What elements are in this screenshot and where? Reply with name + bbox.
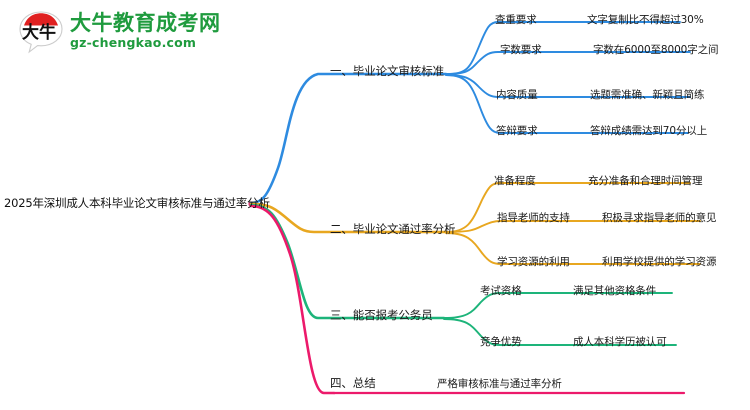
branch-2-label[interactable]: 二、毕业论文通过率分析: [330, 222, 456, 236]
logo-brand-name: 大牛教育成考网: [70, 11, 221, 35]
site-logo: 大牛 大牛教育成考网 gz-chengkao.com: [18, 8, 248, 56]
branch-1-label[interactable]: 一、毕业论文审核标准: [330, 64, 444, 78]
branch-1-leaf-4-wire: [445, 74, 689, 134]
branch-2-child-1-label[interactable]: 准备程度: [494, 175, 536, 187]
branch-3-leaf-1-wire: [443, 292, 673, 319]
branch-4-label[interactable]: 四、总结: [330, 376, 376, 390]
branch-3-child-1-label[interactable]: 考试资格: [480, 285, 522, 297]
branch-1-child-3-detail[interactable]: 选题需准确、新颖且简练: [590, 89, 705, 101]
branch-3-label[interactable]: 三、能否报考公务员: [330, 308, 433, 322]
branch-3-leaf-2-wire: [443, 318, 677, 346]
branch-2-child-3-label[interactable]: 学习资源的利用: [497, 256, 570, 268]
svg-text:大牛: 大牛: [22, 22, 56, 43]
branch-2-leaf-1-wire: [445, 182, 691, 233]
branch-3-trunk: [249, 203, 446, 320]
logo-text-block: 大牛教育成考网 gz-chengkao.com: [70, 11, 245, 50]
branch-1-leaf-3-wire: [445, 74, 691, 98]
branch-2-child-1-detail[interactable]: 充分准备和合理时间管理: [588, 175, 703, 187]
branch-1-child-4-detail[interactable]: 答辩成绩需达到70分以上: [590, 125, 708, 137]
mindmap-root-node[interactable]: 2025年深圳成人本科毕业论文审核标准与通过率分析: [4, 196, 270, 210]
branch-2-child-2-label[interactable]: 指导老师的支持: [497, 212, 570, 224]
branch-1-child-1-label[interactable]: 查重要求: [495, 14, 537, 26]
branch-1-leaf-2-wire: [445, 51, 691, 75]
branch-1-child-2-label[interactable]: 字数要求: [500, 44, 542, 56]
logo-brand-url: gz-chengkao.com: [70, 35, 197, 50]
logo-mark-icon: 大牛: [19, 11, 63, 54]
branch-2-child-2-detail[interactable]: 积极寻求指导老师的意见: [602, 212, 717, 224]
branch-1-child-3-label[interactable]: 内容质量: [496, 89, 538, 101]
branch-4-child-1-label[interactable]: 严格审核标准与通过率分析: [437, 378, 562, 390]
branch-1-trunk: [249, 72, 448, 205]
branch-1-child-1-detail[interactable]: 文字复制比不得超过30%: [587, 14, 704, 26]
branch-2-trunk: [249, 202, 448, 234]
branch-1-child-4-label[interactable]: 答辩要求: [496, 125, 538, 137]
branch-4-trunk: [249, 204, 336, 395]
branch-2-leaf-2-wire: [445, 220, 701, 233]
branch-2-child-3-detail[interactable]: 利用学校提供的学习资源: [602, 256, 717, 268]
branch-3-child-2-detail[interactable]: 成人本科学历被认可: [573, 336, 667, 348]
branch-3-child-1-detail[interactable]: 满足其他资格条件: [573, 285, 657, 297]
branch-3-child-2-label[interactable]: 竞争优势: [480, 336, 522, 348]
branch-2-leaf-3-wire: [445, 232, 701, 265]
branch-1-child-2-detail[interactable]: 字数在6000至8000字之间: [593, 44, 719, 56]
branch-1-leaf-1-wire: [445, 21, 681, 75]
